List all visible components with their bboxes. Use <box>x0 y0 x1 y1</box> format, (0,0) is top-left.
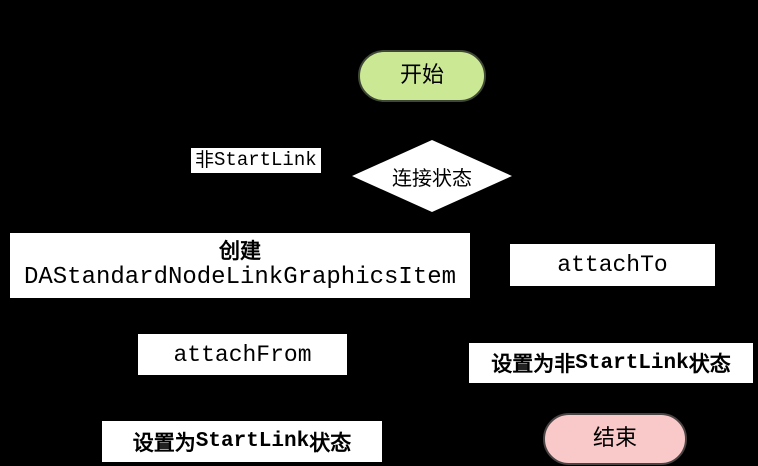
set-startlink-code: StartLink <box>195 430 310 453</box>
flowchart-node-start: 开始 <box>358 50 486 102</box>
decision-node-label: 连接状态 <box>392 165 472 190</box>
attach-from-label: attachFrom <box>173 341 312 368</box>
flowchart-node-attach-to: attachTo <box>510 244 715 286</box>
edge-label-prefix: 非 <box>195 149 215 171</box>
edge-label-code: StartLink <box>214 149 317 171</box>
flowchart-node-end: 结束 <box>543 413 687 465</box>
start-node-label: 开始 <box>399 63 444 88</box>
set-not-startlink-code: StartLink <box>575 351 689 375</box>
attach-to-label: attachTo <box>557 252 668 278</box>
create-node-classname: DAStandardNodeLinkGraphicsItem <box>23 263 457 291</box>
set-startlink-prefix: 设置为 <box>132 430 196 455</box>
flowchart-node-decision: 连接状态 <box>352 140 512 212</box>
create-node-title: 创建 <box>219 238 261 263</box>
set-startlink-suffix: 状态 <box>309 430 352 455</box>
flowchart-node-create: 创建 DAStandardNodeLinkGraphicsItem <box>10 233 470 298</box>
set-not-startlink-suffix: 状态 <box>688 352 731 376</box>
flowchart-node-attach-from: attachFrom <box>138 334 347 375</box>
end-node-label: 结束 <box>592 426 637 451</box>
set-not-startlink-prefix: 设置为非 <box>491 352 576 376</box>
